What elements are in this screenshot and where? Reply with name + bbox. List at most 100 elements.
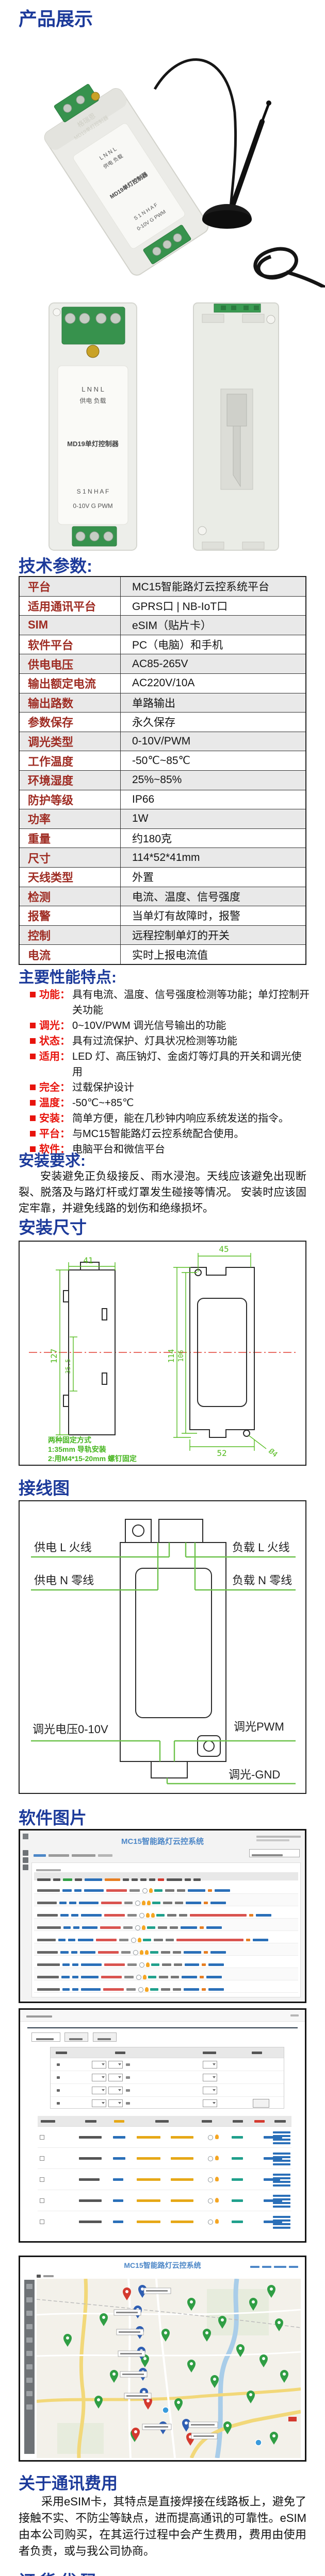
spec-value: -50℃~85℃	[120, 751, 306, 771]
feature-label: 功能：	[39, 989, 70, 1001]
map-dot-blue	[255, 2439, 262, 2446]
wires	[31, 1543, 296, 1785]
feature-text: 简单方便，能在几秒钟内响应系统发送的指令。	[72, 1113, 289, 1124]
spec-value: AC220V/10A	[120, 673, 306, 693]
schedule-row	[51, 2071, 284, 2084]
feature-text: 具有电流、温度、信号强度检测等功能；单灯控制开关功能	[72, 989, 310, 1016]
tab	[92, 2032, 117, 2042]
feature-label: 状态：	[39, 1036, 70, 1047]
wiring-diagram: 供电 L 火线 供电 N 零线 负载 L 火线 负载 N 零线 调光电压0-10…	[19, 1500, 306, 1794]
spec-row: 输出路数单路输出	[19, 692, 306, 713]
blurred-table-header	[51, 2047, 284, 2058]
fixing-note-1: 两种固定方式	[48, 1436, 91, 1444]
spec-label: 检测	[19, 886, 121, 907]
dim-41: 41	[83, 1256, 93, 1265]
schedule-table	[50, 2047, 284, 2109]
spec-value: MC15智能路灯云控系统平台	[120, 576, 306, 597]
feature-text: 0~10V/PWM 调光信号输出的功能	[72, 1020, 226, 1031]
spec-label: 天线类型	[19, 867, 121, 887]
feature-label: 软件：	[39, 1144, 70, 1155]
lamp-row	[38, 2127, 291, 2148]
feature-label: 适用：	[39, 1051, 70, 1062]
dim-127: 127	[49, 1349, 59, 1364]
spec-label: 平台	[19, 576, 121, 597]
spec-value: GPRS口 | NB-IoT口	[120, 596, 306, 616]
bullet-square-icon	[30, 1023, 36, 1028]
label-supply-neutral: 供电 N 零线	[34, 1574, 94, 1587]
section-title-product-display: 产品展示	[19, 8, 93, 29]
feature-item: 适用：LED 灯、高压钠灯、金卤灯等灯具的开关和调光使用	[29, 1049, 310, 1080]
feature-label: 平台：	[39, 1128, 70, 1140]
spec-label: 功率	[19, 809, 121, 829]
software-screenshot-dashboard: MC15智能路灯云控系统	[19, 1829, 306, 2003]
device-outline	[120, 1519, 226, 1778]
schedule-row	[51, 2084, 284, 2097]
spec-label: SIM	[19, 615, 121, 635]
feature-item: 温度：-50℃~+85℃	[29, 1095, 310, 1111]
menu-toggle-icon	[23, 1834, 28, 1839]
spec-row: 参数保存永久保存	[19, 712, 306, 732]
feature-text: 电脑平台和微信平台	[72, 1144, 165, 1155]
section-title-install-req: 安装要求:	[19, 1153, 86, 1170]
spec-value: AC85-265V	[120, 654, 306, 674]
blurred-table-header	[38, 2116, 291, 2127]
comm-fee-paragraph: 采用eSIM卡，其特点是直接焊接在线路板上，避免了接触不实、不防尘等缺点，进而提…	[19, 2495, 306, 2557]
features-list: 功能：具有电流、温度、信号强度检测等功能；单灯控制开关功能 调光：0~10V/P…	[29, 987, 310, 1157]
spec-label: 尺寸	[19, 848, 121, 868]
bullet-square-icon	[30, 1115, 36, 1121]
dim-45: 45	[219, 1244, 229, 1254]
spec-value: PC（电脑）和手机	[120, 634, 306, 655]
label-dim-gnd: 调光-GND	[229, 1768, 280, 1781]
label-load-neutral: 负载 N 零线	[232, 1574, 292, 1587]
spec-label: 防护等级	[19, 789, 121, 810]
label-dim-pwm: 调光PWM	[234, 1720, 284, 1733]
schedule-row	[51, 2058, 284, 2071]
tab	[31, 2032, 60, 2042]
spec-label: 重量	[19, 828, 121, 849]
map-river	[215, 2279, 239, 2458]
feature-text: LED 灯、高压钠灯、金卤灯等灯具的开关和调光使用	[72, 1051, 302, 1078]
lamp-row	[38, 2190, 291, 2211]
spec-value: 外置	[120, 867, 306, 887]
mini-button	[253, 2099, 269, 2108]
product-photo-antenna: 格瑞恩 MD19单灯控制器 L N N L 供电 负载 MD19单灯控制器 S …	[44, 58, 325, 287]
label-dim-0-10v: 调光电压0-10V	[32, 1723, 108, 1736]
feature-text: 具有过流保护、灯具状况检测等功能	[72, 1036, 237, 1047]
filter-select	[249, 1849, 300, 1857]
blurred-table-row	[34, 1906, 298, 1919]
blurred-breadcrumb	[34, 1851, 115, 1860]
spec-value: 0-10V/PWM	[120, 731, 306, 752]
installation-dimension-drawing: 41 127 35.5 45 114 106 52 Ø4 两种固定方式 1:35…	[19, 1241, 306, 1466]
dim-52: 52	[217, 1448, 226, 1458]
feature-item: 调光：0~10V/PWM 调光信号输出的功能	[29, 1018, 310, 1033]
spec-value: 1W	[120, 809, 306, 829]
spec-label: 调光类型	[19, 731, 121, 752]
spec-row: 电流实时上报电流值	[19, 944, 306, 965]
section-title-features: 主要性能特点:	[19, 969, 117, 986]
feature-label: 安装：	[39, 1113, 70, 1124]
lamp-list-table	[38, 2116, 291, 2234]
bullet-square-icon	[30, 1054, 36, 1059]
label-load-live: 负载 L 火线	[232, 1541, 290, 1554]
feature-label: 温度：	[39, 1097, 70, 1109]
map-railway	[37, 2299, 301, 2328]
blurred-table-row	[34, 1882, 298, 1894]
map-canvas	[37, 2279, 301, 2458]
spec-value: IP66	[120, 789, 306, 810]
spec-label: 供电电压	[19, 654, 121, 674]
blurred-table-row	[34, 1919, 298, 1931]
section-title-software: 软件图片	[19, 1808, 87, 1827]
dim-35-5: 35.5	[64, 1359, 72, 1374]
blurred-header-links	[256, 1836, 301, 1841]
software-screenshot-map: MC15智能路灯云控系统	[19, 2256, 306, 2462]
spec-row: 工作温度-50℃~85℃	[19, 751, 306, 771]
spec-label: 控制	[19, 925, 121, 945]
map-sidebar-icons	[24, 2280, 35, 2454]
spec-row: 控制远程控制单灯的开关	[19, 925, 306, 945]
feature-item: 完全：过载保护设计	[29, 1080, 310, 1095]
product-photo-front-back: L N N L 供电 负载 MD19单灯控制器 S 1 N H A F 0-10…	[48, 302, 279, 551]
screenshot-system-title: MC15智能路灯云控系统	[121, 1837, 204, 1846]
